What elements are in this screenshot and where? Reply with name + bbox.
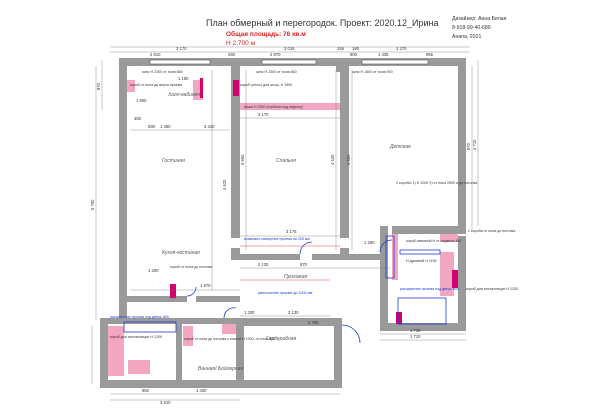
svg-text:возможно смещение проема на 20: возможно смещение проема на 200 мм bbox=[244, 237, 310, 241]
svg-text:короб от пола до потолка: короб от пола до потолка bbox=[170, 265, 212, 269]
svg-text:1 360: 1 360 bbox=[160, 124, 171, 129]
dimension-texts: 3 170 3 015 155 180 3 270 2 610 260 2 97… bbox=[134, 46, 434, 405]
svg-text:590: 590 bbox=[148, 124, 156, 129]
svg-text:расширение проема под дверь 80: расширение проема под дверь 800 bbox=[400, 287, 459, 291]
room-bedroom: Спальня bbox=[276, 158, 296, 164]
room-bath: Ванная/ Бойлерная bbox=[198, 365, 244, 372]
svg-text:155: 155 bbox=[337, 46, 345, 51]
svg-text:4 620: 4 620 bbox=[346, 154, 351, 165]
svg-text:Н душевой H 1150: Н душевой H 1150 bbox=[406, 259, 437, 263]
svg-text:короб от пола до верха проема: короб от пола до верха проема bbox=[130, 83, 182, 87]
total-area: Общая площадь: 76 кв.м bbox=[226, 31, 306, 38]
svg-text:4 710: 4 710 bbox=[472, 139, 477, 150]
svg-text:4 620: 4 620 bbox=[330, 154, 335, 165]
svg-text:1 250: 1 250 bbox=[364, 240, 375, 245]
svg-text:260: 260 bbox=[228, 52, 236, 57]
svg-text:5 750: 5 750 bbox=[90, 199, 95, 210]
svg-text:3 270: 3 270 bbox=[396, 46, 407, 51]
room-kids: Детская bbox=[389, 144, 411, 150]
designer-city: Анапа, 2021 bbox=[452, 34, 482, 40]
dimension-lines bbox=[91, 46, 479, 401]
svg-text:1 970: 1 970 bbox=[200, 283, 211, 288]
svg-text:5 660: 5 660 bbox=[240, 154, 245, 165]
designer-name: Дизайнер: Анна Белая bbox=[452, 16, 507, 22]
plan-title: План обмерный и перегородок. Проект: 202… bbox=[206, 18, 439, 28]
svg-text:870: 870 bbox=[300, 262, 308, 267]
room-labels: Холл-кабинет Гостиная Спальня Детская Ку… bbox=[162, 92, 411, 372]
svg-text:короб сквозной H от подвеса 45: короб сквозной H от подвеса 450 bbox=[406, 239, 461, 243]
room-living: Гостиная bbox=[162, 158, 185, 164]
svg-text:900: 900 bbox=[350, 52, 358, 57]
svg-text:3 170: 3 170 bbox=[176, 46, 187, 51]
svg-text:2 короба от пола до потолка: 2 короба от пола до потолка bbox=[468, 229, 515, 233]
svg-text:уменьшение проема до 1000 мм: уменьшение проема до 1000 мм bbox=[258, 291, 313, 295]
svg-text:ниша H 2300 (глубина под отдел: ниша H 2300 (глубина под отделку) bbox=[244, 105, 303, 109]
svg-text:короб для инсталляции H 1200: короб для инсталляции H 1200 bbox=[466, 287, 518, 291]
doors bbox=[123, 235, 447, 344]
svg-text:расширение проема под дверь 80: расширение проема под дверь 800 bbox=[110, 315, 169, 319]
svg-text:короб от пола до потолка с ниш: короб от пола до потолка с нишей H 1200,… bbox=[184, 337, 275, 341]
svg-text:2 610: 2 610 bbox=[150, 52, 161, 57]
svg-text:1 200: 1 200 bbox=[148, 268, 159, 273]
svg-text:3 310: 3 310 bbox=[160, 400, 171, 405]
svg-text:3 765: 3 765 bbox=[308, 320, 319, 325]
svg-text:короб для инсталляции H 1200: короб для инсталляции H 1200 bbox=[110, 335, 162, 339]
ceiling-height: H 2,700 м bbox=[226, 40, 256, 47]
red-notes-lines bbox=[240, 245, 340, 281]
svg-text:1 435: 1 435 bbox=[378, 52, 389, 57]
svg-text:1 710: 1 710 bbox=[410, 334, 421, 339]
svg-text:3 015: 3 015 bbox=[284, 46, 295, 51]
svg-text:окно H 2300 от пола 860: окно H 2300 от пола 860 bbox=[256, 70, 297, 74]
svg-text:2 короба: 1) H 1000 2) от пола: 2 короба: 1) H 1000 2) от пола 2500 и до… bbox=[396, 181, 477, 185]
svg-text:180: 180 bbox=[352, 46, 360, 51]
svg-text:870: 870 bbox=[96, 82, 101, 90]
svg-text:460: 460 bbox=[134, 116, 142, 121]
notes: окно H 2300 от пола 860 окно H 2300 от п… bbox=[110, 70, 518, 341]
svg-text:окно H 1500 от пола 900: окно H 1500 от пола 900 bbox=[352, 70, 393, 74]
svg-text:1 330: 1 330 bbox=[244, 310, 255, 315]
room-wardrobe: Гардеробная bbox=[266, 336, 297, 342]
svg-text:окно H 2300 от пола 860: окно H 2300 от пола 860 bbox=[142, 70, 183, 74]
svg-text:1 735: 1 735 bbox=[410, 328, 421, 333]
svg-text:1 800: 1 800 bbox=[136, 98, 147, 103]
svg-text:1 180: 1 180 bbox=[178, 76, 189, 81]
room-kitchen: Кухня-гостиная bbox=[162, 250, 200, 256]
room-hall-kitchen: Холл-кабинет bbox=[167, 92, 202, 98]
vertical-dim-texts: 5 750 870 4 620 5 660 4 620 4 620 870 4 … bbox=[90, 82, 477, 210]
svg-text:3 310: 3 310 bbox=[204, 124, 215, 129]
svg-text:955: 955 bbox=[426, 52, 434, 57]
svg-text:870: 870 bbox=[466, 142, 471, 150]
windows bbox=[149, 59, 429, 65]
svg-text:1 330: 1 330 bbox=[196, 388, 207, 393]
svg-text:2 970: 2 970 bbox=[270, 52, 281, 57]
svg-text:2 130: 2 130 bbox=[288, 310, 299, 315]
svg-text:3 175: 3 175 bbox=[286, 229, 297, 234]
svg-text:короб (откос) для штор, H 1500: короб (откос) для штор, H 1500 bbox=[240, 83, 292, 87]
svg-text:3 170: 3 170 bbox=[258, 112, 269, 117]
designer-phone: 8-918-99-40-680 bbox=[452, 25, 491, 31]
svg-text:4 620: 4 620 bbox=[222, 179, 227, 190]
room-corridor: Прихожая bbox=[284, 274, 308, 280]
svg-text:2 130: 2 130 bbox=[258, 262, 269, 267]
svg-text:950: 950 bbox=[142, 388, 150, 393]
pink-boxes bbox=[108, 78, 458, 376]
